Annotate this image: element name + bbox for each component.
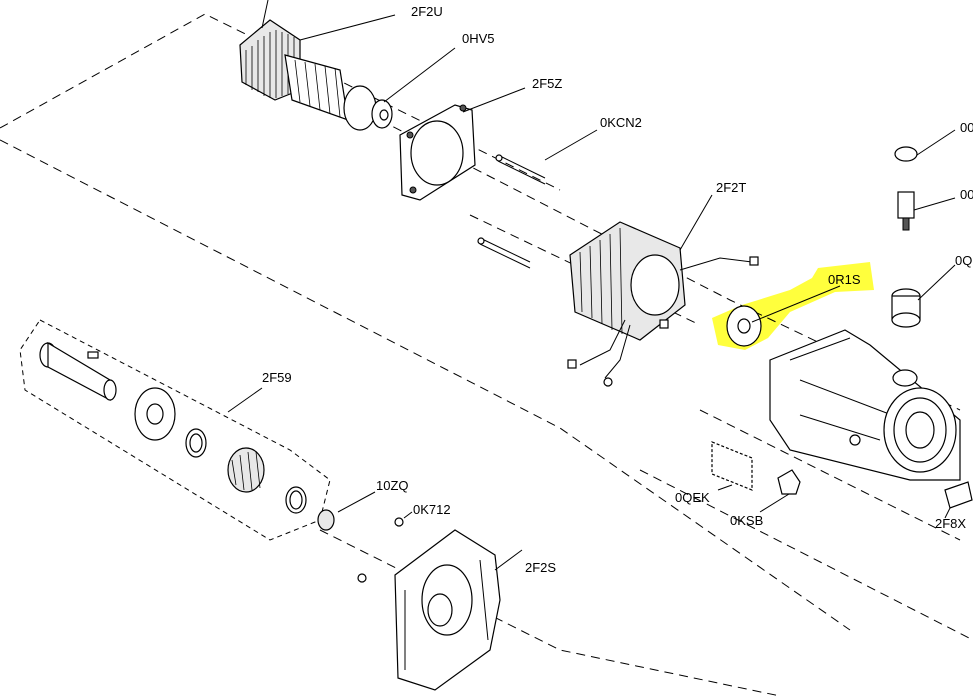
- screws-0kcn2: [477, 154, 546, 269]
- label-2f59: 2F59: [262, 370, 292, 385]
- label-10zq: 10ZQ: [376, 478, 409, 493]
- stator-2f2t: [567, 221, 759, 387]
- brush-parts: [891, 146, 921, 328]
- washer-0r1s: [726, 305, 762, 347]
- label-2f8x: 2F8X: [935, 516, 966, 531]
- label-00-top: 00: [960, 120, 973, 135]
- label-2f2t: 2F2T: [716, 180, 746, 195]
- plate-2f5z: [399, 104, 476, 201]
- label-2f5z: 2F5Z: [532, 76, 562, 91]
- part-labels: 2F2U 0HV5 2F5Z 0KCN2 2F2T 0R1S 00 00 0Q …: [262, 4, 973, 575]
- motor-housing: [769, 329, 961, 481]
- armature-2f2u: [239, 0, 393, 131]
- label-00-mid: 00: [960, 187, 973, 202]
- label-0ksb: 0KSB: [730, 513, 763, 528]
- gear-housing-2f2s: [357, 517, 501, 691]
- label-0r1s: 0R1S: [828, 272, 861, 287]
- leader-lines: [227, 14, 956, 571]
- label-0kcn2: 0KCN2: [600, 115, 642, 130]
- label-0hv5: 0HV5: [462, 31, 495, 46]
- label-2f2u: 2F2U: [411, 4, 443, 19]
- shaft-assembly-2f59: [19, 319, 335, 541]
- small-parts-right: [711, 441, 973, 509]
- label-0qek: 0QEK: [675, 490, 710, 505]
- label-0k712: 0K712: [413, 502, 451, 517]
- label-2f2s: 2F2S: [525, 560, 556, 575]
- label-0q: 0Q: [955, 253, 972, 268]
